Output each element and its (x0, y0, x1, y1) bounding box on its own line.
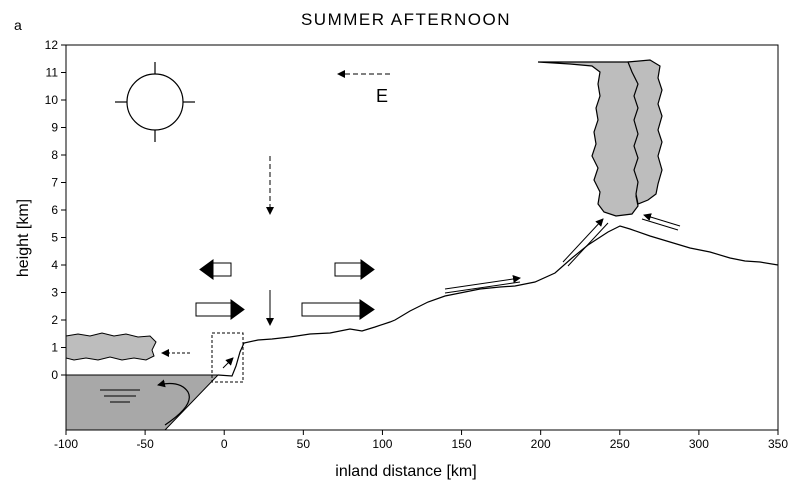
x-tick-label: -50 (136, 437, 154, 451)
terrain-profile (217, 225, 779, 377)
y-tick-label: 12 (45, 38, 59, 52)
y-tick-label: 1 (51, 341, 58, 355)
sea-return-flow-arrow (157, 379, 190, 426)
x-tick-label: 300 (689, 437, 709, 451)
convective-cloud-front (537, 61, 642, 217)
y-tick-label: 9 (51, 121, 58, 135)
inflow-arrow-lower-left (195, 299, 245, 320)
plot-frame (65, 44, 779, 431)
x-tick-label: 350 (768, 437, 788, 451)
y-tick-label: 11 (46, 66, 59, 80)
y-tick-label: 4 (51, 258, 58, 272)
upslope-flow-arrow (444, 275, 521, 294)
x-tick-label: 0 (221, 437, 228, 451)
y-tick-label: 8 (51, 148, 58, 162)
x-tick-label: 100 (372, 437, 392, 451)
y-tick-label: 5 (51, 231, 58, 245)
convective-cloud-back (627, 59, 663, 205)
x-tick-label: 200 (531, 437, 551, 451)
x-tick-label: 50 (297, 437, 311, 451)
x-tick-label: -100 (54, 437, 78, 451)
sun-icon (115, 62, 195, 142)
y-tick-label: 6 (51, 203, 58, 217)
x-axis-ticks: -100 -50 0 50 100 150 200 250 300 350 (54, 430, 788, 451)
y-tick-label: 7 (51, 176, 58, 190)
x-tick-label: 150 (452, 437, 472, 451)
leeside-flow-arrow (641, 213, 681, 231)
sea-cloud (65, 332, 157, 361)
y-tick-label: 10 (45, 93, 59, 107)
ridge-updraft-arrow (562, 218, 609, 267)
y-tick-label: 0 (51, 368, 58, 382)
inflow-arrow-lower-right (301, 299, 375, 320)
sea-body (65, 374, 220, 431)
panel-label: a (14, 17, 22, 33)
water-wave-icon (100, 389, 140, 403)
y-tick-label: 2 (51, 313, 58, 327)
sea-breeze-front-arrow (222, 357, 234, 369)
wind-direction-label: E (376, 86, 388, 106)
outflow-arrow-icon (199, 259, 232, 280)
x-axis-label: inland distance [km] (335, 463, 476, 480)
y-tick-label: 3 (51, 286, 58, 300)
inflow-arrow-upper-right (334, 259, 375, 280)
coastal-box (211, 332, 244, 383)
x-tick-label: 250 (610, 437, 630, 451)
y-axis-label: height [km] (15, 199, 32, 277)
diagram-title: SUMMER AFTERNOON (301, 10, 511, 29)
